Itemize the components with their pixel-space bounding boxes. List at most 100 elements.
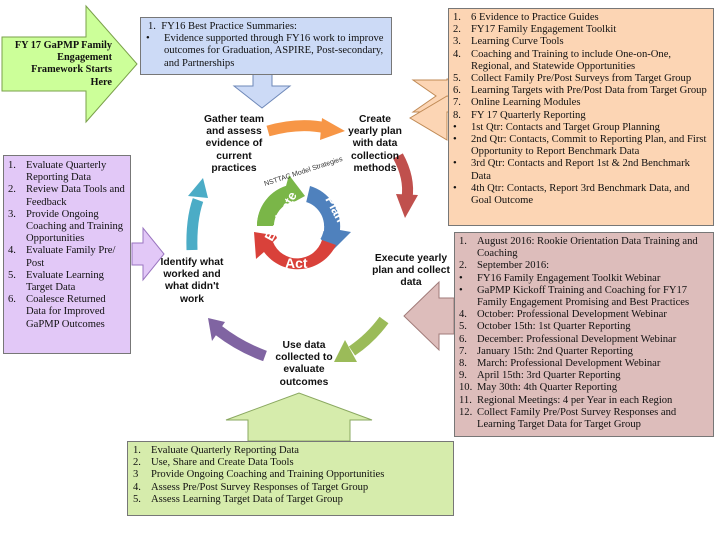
list-marker: 8. [453, 109, 461, 121]
list-marker: 3. [8, 208, 16, 220]
list-marker: 6. [8, 294, 16, 306]
purple-list-item: 3.Provide Ongoing Coaching and Training … [8, 209, 126, 246]
green-list-item: 3 Provide Ongoing Coaching and Training O… [133, 469, 448, 481]
pink-list-item: •GaPMP Kickoff Training and Coaching for… [459, 285, 709, 309]
list-text: Evidence supported through FY16 work to … [164, 33, 384, 69]
stage-create: Create yearly plan with data collection … [348, 114, 402, 174]
list-marker: 11. [459, 394, 472, 406]
pink-list-item: 12. Collect Family Pre/Post Survey Respon… [459, 407, 709, 431]
orange-list-item: 3.Learning Curve Tools [453, 36, 709, 48]
best-practice-number: 1. [148, 21, 162, 32]
list-marker: 1. [8, 160, 16, 171]
list-marker: • [459, 284, 463, 296]
pink-timeline-list: 1. August 2016: Rookie Orientation Data T… [459, 236, 709, 431]
list-marker: 3 [133, 469, 139, 481]
list-marker: 1. [459, 236, 467, 247]
pink-list-item: 8. March: Professional Development Webina… [459, 358, 709, 370]
list-marker: 6. [453, 85, 461, 97]
pink-list-item: 7. January 15th: 2nd Quarter Reporting [459, 346, 709, 358]
orange-resource-box: 1. 6 Evidence to Practice Guides 2. FY17 Fa… [448, 8, 714, 226]
list-text: Online Learning Modules [471, 97, 581, 109]
orange-list-item: 4.Coaching and Training to include One-o… [453, 49, 709, 73]
list-marker: 4. [8, 245, 16, 257]
list-marker: 6. [459, 333, 467, 345]
orange-list-item: 7.Online Learning Modules [453, 97, 709, 109]
list-text: May 30th: 4th Quarter Reporting [477, 382, 618, 394]
purple-list-item: 6.Coalesce Returned Data for Improved Ga… [8, 294, 126, 331]
pink-list-item: 9. April 15th: 3rd Quarter Reporting [459, 370, 709, 382]
list-text: April 15th: 3rd Quarter Reporting [477, 370, 621, 382]
cycle-arrow-teal [186, 198, 204, 251]
list-marker: • [146, 33, 150, 45]
list-marker: 12. [459, 406, 473, 418]
cycle-arrow-green [348, 316, 389, 356]
purple-box-right-arrow [131, 226, 165, 282]
list-text: Collect Family Pre/Post Survey Responses… [477, 406, 677, 431]
orange-list-item: •2nd Qtr: Contacts, Commit to Reporting … [453, 134, 709, 158]
orange-list-item: 8.FY 17 Quarterly Reporting [453, 110, 709, 122]
green-list-item: 2.Use, Share and Create Data Tools [133, 457, 448, 469]
list-text: August 2016: Rookie Orientation Data Tra… [477, 236, 698, 260]
list-marker: 5. [8, 269, 16, 281]
list-text: 3rd Qtr: Contacts and Report 1st & 2nd B… [471, 158, 690, 182]
list-marker: 1. [133, 445, 141, 456]
pink-list-item: 6. December: Professional Development Web… [459, 334, 709, 346]
list-marker: • [453, 182, 457, 194]
list-text: Collect Family Pre/Post Surveys from Tar… [471, 73, 692, 85]
list-marker: 8. [459, 358, 467, 370]
list-marker: • [459, 272, 463, 284]
list-text: Evaluate Family Pre/ Post [26, 245, 116, 269]
list-text: Coaching and Training to include One-on-… [471, 48, 672, 72]
list-marker: 5. [459, 321, 467, 333]
green-list-item: 4.Assess Pre/Post Survey Responses of Ta… [133, 482, 448, 494]
list-text: 6 Evidence to Practice Guides [471, 12, 599, 23]
list-marker: 2. [8, 184, 16, 196]
green-list-item: 1.Evaluate Quarterly Reporting Data [133, 445, 448, 457]
list-marker: 2. [459, 260, 467, 272]
list-marker: 9. [459, 370, 467, 382]
list-text: October 15th: 1st Quarter Reporting [477, 321, 631, 333]
list-marker: 1. [453, 12, 461, 23]
pink-list-item: 4.October: Professional Development Webi… [459, 309, 709, 321]
list-text: January 15th: 2nd Quarter Reporting [477, 345, 633, 357]
center-arc-label: NSTTAC Model Strategies [263, 156, 344, 188]
center-cycle-graphic [254, 175, 351, 270]
list-marker: 3. [453, 36, 461, 48]
list-text: FY17 Family Engagement Toolkit [471, 24, 617, 36]
list-text: 2nd Qtr: Contacts, Commit to Reporting P… [471, 134, 707, 158]
list-text: FY16 Family Engagement Toolkit Webinar [477, 272, 661, 284]
stage-use: Use data collected to evaluate outcomes [275, 340, 333, 388]
purple-list-item: 4. Evaluate Family Pre/ Post [8, 245, 126, 269]
orange-list-item: 5. Collect Family Pre/Post Surveys from T… [453, 73, 709, 85]
orange-list-item: 6.Learning Targets with Pre/Post Data fr… [453, 85, 709, 97]
orange-list-item: •4th Qtr: Contacts, Report 3rd Benchmark… [453, 183, 709, 207]
pink-list-item: 5. October 15th: 1st Quarter Reporting [459, 321, 709, 333]
purple-list-item: 2.Review Data Tools and Feedback [8, 184, 126, 208]
list-marker: 5. [453, 73, 461, 85]
stage-identify: Identify what worked and what didn't wor… [160, 257, 224, 305]
list-text: March: Professional Development Webinar [477, 358, 661, 370]
orange-list-item: 1. 6 Evidence to Practice Guides [453, 12, 709, 24]
list-text: Assess Pre/Post Survey Responses of Targ… [151, 481, 369, 493]
list-marker: 10. [459, 382, 473, 394]
cycle-arrow-purple [214, 325, 267, 362]
pink-list-item: 1. August 2016: Rookie Orientation Data T… [459, 236, 709, 260]
start-arrow-text: FY 17 GaPMP Family Engagement Framework … [14, 40, 112, 88]
green-list-item: 5.Assess Learning Target Data of Target … [133, 494, 448, 506]
cycle-arrow-orange [266, 120, 328, 137]
list-marker: 7. [459, 345, 467, 357]
list-text: December: Professional Development Webin… [477, 333, 677, 345]
best-practice-bullets: • Evidence supported through FY16 work to… [146, 33, 386, 70]
start-arrow-shape [1, 4, 138, 124]
list-text: Use, Share and Create Data Tools [151, 457, 294, 469]
list-marker: 2. [453, 24, 461, 36]
list-text: Assess Learning Target Data of Target Gr… [151, 493, 343, 505]
pink-timeline-box: 1. August 2016: Rookie Orientation Data T… [454, 232, 714, 437]
pink-list-item: • FY16 Family Engagement Toolkit Webinar [459, 273, 709, 285]
center-act-label: Act [285, 255, 308, 271]
list-text: Evaluate Learning Target Data [26, 269, 104, 294]
best-practice-bullet: • Evidence supported through FY16 work to… [146, 33, 386, 70]
list-text: 1st Qtr: Contacts and Target Group Plann… [471, 121, 660, 133]
list-text: Provide Ongoing Coaching and Training Op… [151, 469, 385, 481]
